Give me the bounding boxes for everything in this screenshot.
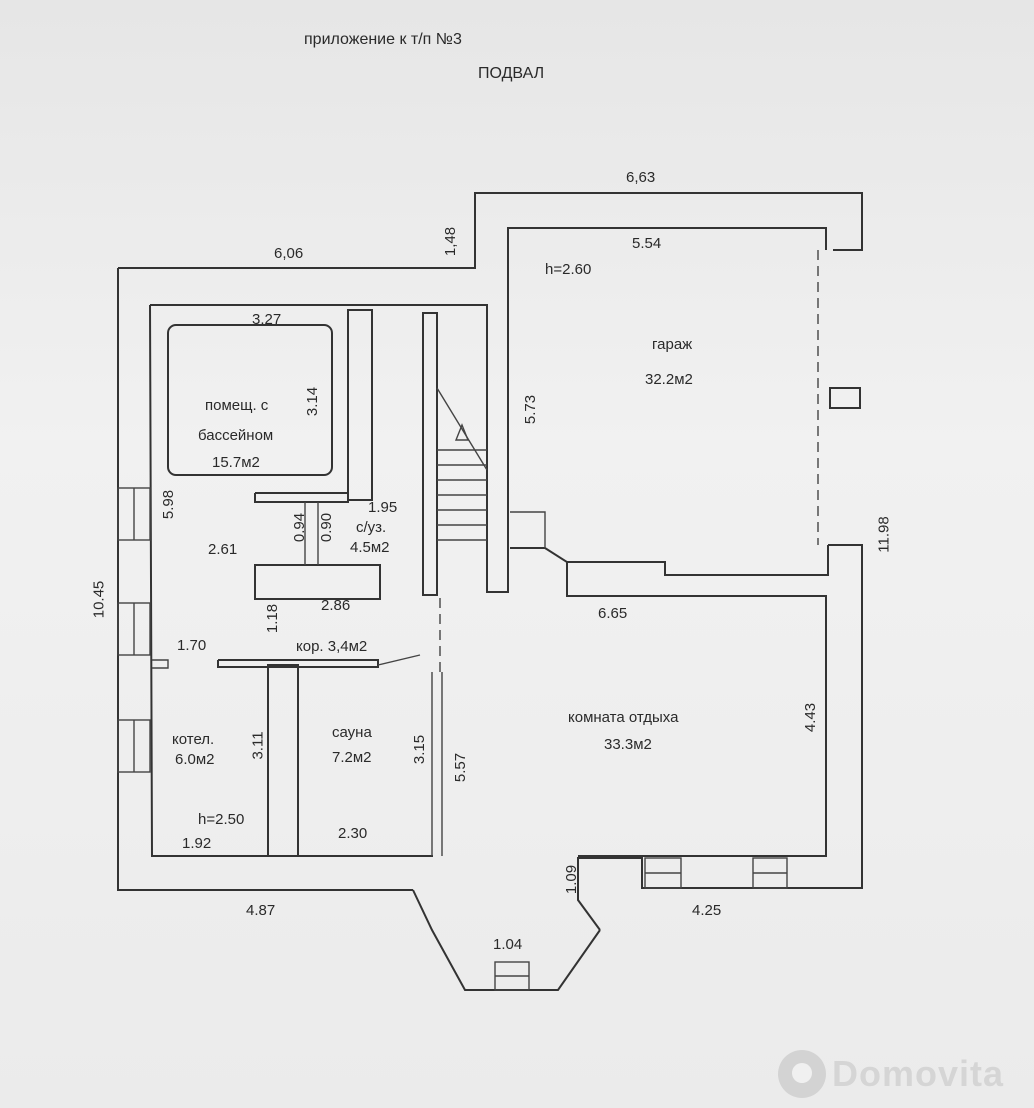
room-corridor-name: кор. 3,4м2	[296, 638, 368, 655]
room-wc-area: 4.5м2	[350, 539, 390, 556]
dim-1-09: 1.09	[563, 864, 581, 895]
watermark-text: Domovita	[832, 1053, 1005, 1094]
room-garage-area: 32.2м2	[645, 371, 693, 388]
dim-1-18: 1.18	[264, 603, 282, 634]
room-sauna-area: 7.2м2	[332, 749, 372, 766]
windows-bottom	[494, 857, 788, 991]
inner-wall-left	[149, 304, 433, 857]
dim-0-94: 0.94	[291, 512, 309, 543]
dim-1-04: 1.04	[493, 936, 523, 953]
dim-4-87: 4.87	[246, 902, 276, 919]
partition-bath	[254, 564, 381, 600]
dim-5-57: 5.57	[452, 752, 470, 783]
dim-5-54: 5.54	[632, 235, 662, 252]
dim-1-95: 1.95	[368, 499, 398, 516]
pool-basin	[167, 324, 333, 476]
partition-wc	[254, 492, 349, 503]
boiler-niche	[152, 659, 169, 669]
corridor-wall	[217, 659, 379, 668]
dim-5-98: 5.98	[160, 489, 178, 520]
room-lounge-name: комната отдыха	[568, 709, 679, 726]
windows-left	[117, 487, 151, 773]
appendix-note: приложение к т/п №3	[304, 31, 462, 48]
dim-3-27: 3.27	[252, 311, 282, 328]
inner-wall-top	[150, 227, 827, 593]
dim-4-25: 4.25	[692, 902, 722, 919]
dim-1-92: 1.92	[182, 835, 212, 852]
dim-10-45: 10.45	[90, 580, 108, 619]
floor-title: ПОДВАЛ	[478, 65, 545, 82]
room-garage-name: гараж	[652, 336, 693, 353]
room-pool-name: помещ. с	[205, 397, 269, 414]
wall-pillar	[347, 309, 373, 501]
dim-2-61: 2.61	[208, 541, 238, 558]
room-boiler-name: котел.	[172, 731, 215, 748]
dim-3-15: 3.15	[411, 734, 429, 765]
dim-6-06: 6,06	[274, 245, 304, 262]
outer-wall-bottom-right	[577, 857, 787, 931]
outer-wall-right	[787, 544, 863, 889]
boiler-height: h=2.50	[198, 811, 245, 828]
boiler-sauna-wall	[267, 664, 299, 857]
room-lounge-area: 33.3м2	[604, 736, 652, 753]
garage-bottom-wall	[510, 547, 827, 857]
dim-6-65: 6.65	[598, 605, 628, 622]
room-sauna-name: сауна	[332, 724, 372, 741]
dim-2-86: 2.86	[321, 597, 351, 614]
dim-3-14: 3.14	[304, 386, 322, 417]
outer-wall	[118, 192, 863, 269]
watermark: Domovita	[778, 1050, 1004, 1098]
dim-1-70: 1.70	[177, 637, 207, 654]
garage-column	[829, 387, 861, 409]
room-wc-name: с/уз.	[356, 519, 387, 536]
dim-11-98: 11.98	[875, 516, 893, 553]
stair-wall	[422, 312, 438, 596]
garage-inner-bottom	[567, 545, 829, 576]
outer-wall-bottom-left	[117, 268, 413, 891]
room-boiler-area: 6.0м2	[175, 751, 215, 768]
door-swing	[377, 654, 421, 666]
dim-0-90: 0.90	[318, 512, 336, 543]
dim-3-11: 3.11	[249, 731, 267, 760]
dim-4-43: 4.43	[802, 702, 820, 733]
garage-steps	[510, 511, 546, 548]
dim-1-48: 1,48	[442, 226, 460, 257]
bay-window	[412, 889, 601, 991]
domovita-logo-icon	[778, 1050, 826, 1098]
dim-2-30: 2.30	[338, 825, 368, 842]
room-pool-area: 15.7м2	[212, 454, 260, 471]
garage-height: h=2.60	[545, 261, 592, 278]
staircase	[436, 387, 488, 541]
dim-5-73: 5.73	[522, 394, 540, 425]
room-pool-name-2: бассейном	[198, 427, 274, 444]
dim-6-63: 6,63	[626, 169, 656, 186]
